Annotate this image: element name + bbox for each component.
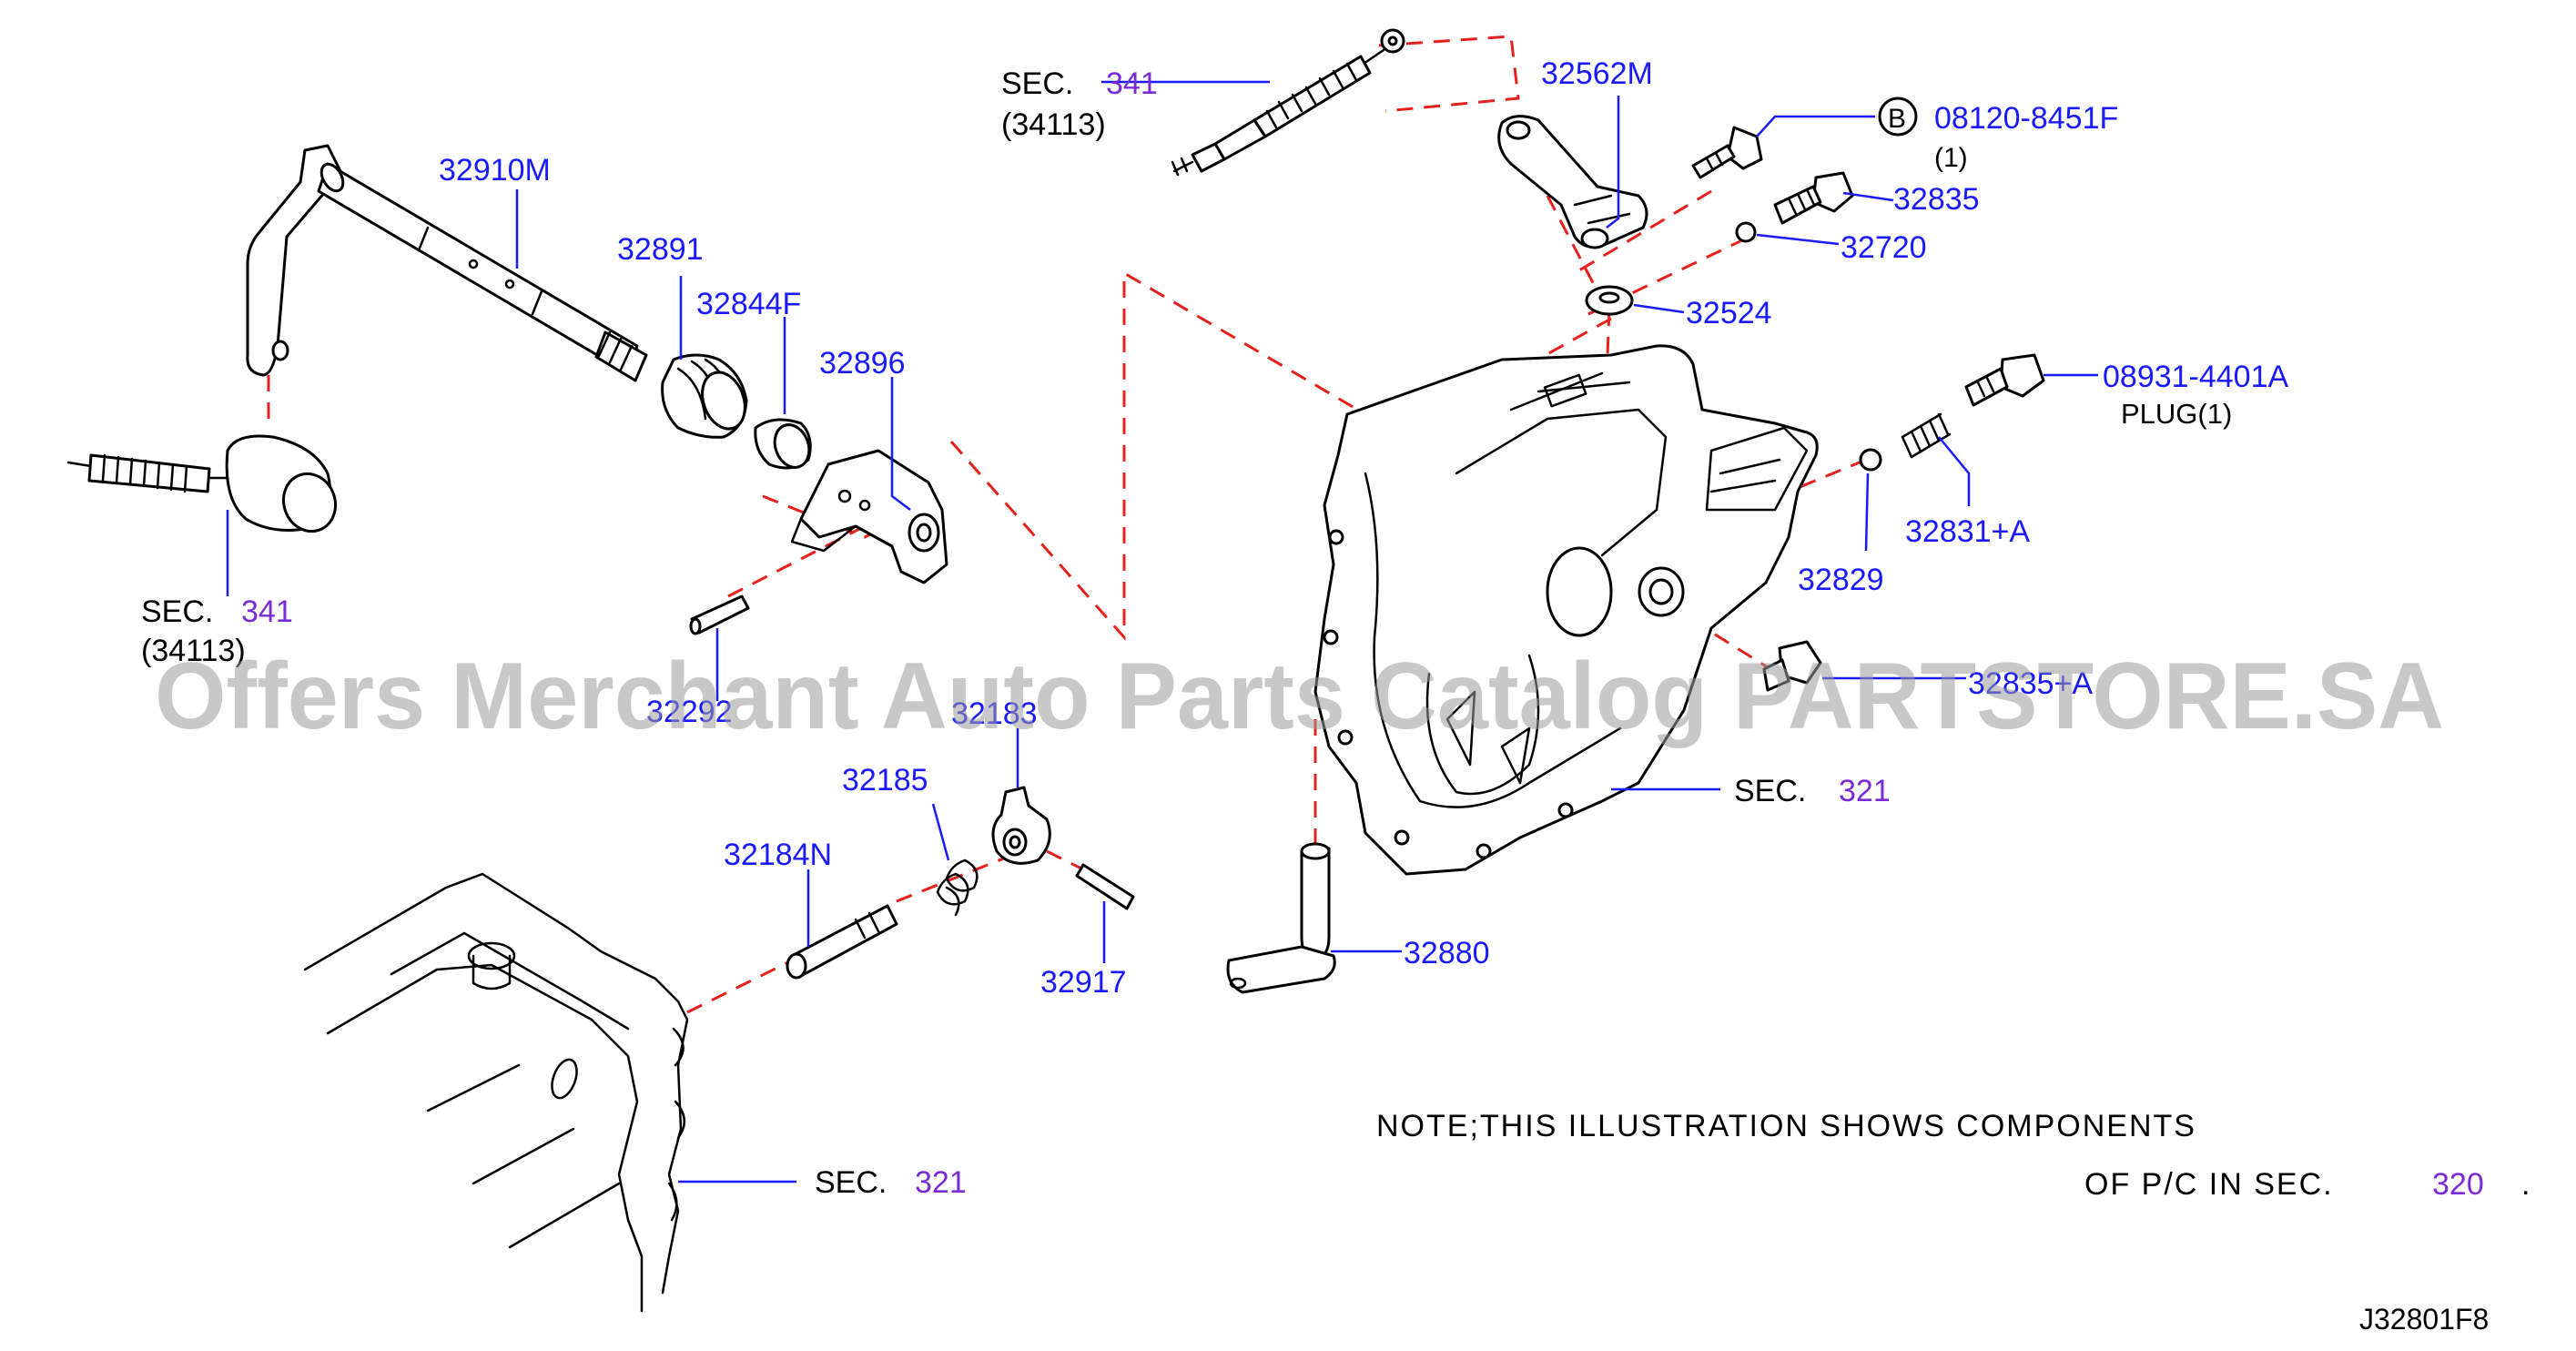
shift-lever-32562M (1497, 115, 1648, 249)
note-line-1: NOTE;THIS ILLUSTRATION SHOWS COMPONENTS (1376, 1109, 2196, 1143)
callout-sec-321-bottom[interactable]: SEC. 321 (815, 1165, 967, 1200)
part-32831A-label[interactable]: 32831+A (1905, 514, 2030, 549)
part-32880-label[interactable]: 32880 (1404, 936, 1490, 970)
ball-32720 (1735, 221, 1757, 243)
part-32896-label[interactable]: 32896 (819, 346, 906, 381)
sec-number[interactable]: 341 (1106, 66, 1158, 101)
part-32917-label[interactable]: 32917 (1040, 965, 1127, 1000)
plug-32835 (1773, 171, 1854, 225)
ball-32829 (1859, 448, 1882, 472)
part-32891-label[interactable]: 32891 (617, 232, 704, 267)
sec-label: SEC. (141, 594, 213, 629)
sec-label: SEC. (1001, 66, 1073, 101)
boot-32891 (661, 353, 748, 439)
pin-32917 (1075, 863, 1135, 910)
part-32720-label[interactable]: 32720 (1841, 230, 1927, 265)
part-32183-label[interactable]: 32183 (951, 696, 1038, 731)
sec-subref: (34113) (141, 634, 246, 668)
part-32910M-label[interactable]: 32910M (439, 153, 551, 188)
sec-label: SEC. (1734, 774, 1806, 808)
note-line-2: OF P/C IN SEC. (2084, 1167, 2334, 1202)
watermark-text: Offers Merchant Auto Parts Catalog PARTS… (155, 644, 2444, 749)
sec-number[interactable]: 321 (915, 1165, 967, 1200)
part-32185-label[interactable]: 32185 (842, 763, 928, 797)
leader-lines (226, 80, 2098, 1183)
circle-b-marker (1878, 96, 1918, 137)
part-32835-label[interactable]: 32835 (1893, 182, 1980, 217)
note-line-2-end: . (2521, 1167, 2531, 1202)
plug-08931-4401A (1964, 353, 2045, 407)
shift-cable-top (1171, 28, 1405, 177)
part-08120-qty: (1) (1934, 143, 1968, 173)
part-32844F-label[interactable]: 32844F (696, 287, 801, 321)
shift-lever-32880 (1226, 842, 1336, 994)
sec-number[interactable]: 321 (1839, 774, 1891, 808)
callout-sec-321-right[interactable]: SEC. 321 (1734, 774, 1891, 808)
plug-qty-label: PLUG(1) (2121, 398, 2232, 430)
striker-32896 (790, 449, 948, 584)
pin-32292 (689, 594, 750, 635)
sec-label: SEC. (815, 1165, 887, 1200)
callout-sec-341-left[interactable]: SEC. 341 (34113) (141, 594, 293, 668)
part-32292-label[interactable]: 32292 (646, 695, 733, 729)
shift-cable-left (66, 434, 337, 533)
spring-32831A (1901, 412, 1952, 459)
callout-sec-341-top[interactable]: SEC. 341 (34113) (1001, 66, 1158, 142)
transmission-case (1313, 344, 1819, 876)
sec-subref: (34113) (1001, 107, 1106, 142)
shift-rod-32910M (246, 144, 648, 382)
part-32835A-label[interactable]: 32835+A (1968, 666, 2093, 701)
part-32524-label[interactable]: 32524 (1686, 296, 1772, 330)
check-plate-32183 (991, 786, 1051, 865)
circle-b-letter: B (1888, 104, 1906, 134)
part-32562M-label[interactable]: 32562M (1541, 56, 1653, 91)
sec-number[interactable]: 341 (241, 594, 293, 629)
note-section-number[interactable]: 320 (2432, 1167, 2484, 1202)
part-08120-label[interactable]: 08120-8451F (1934, 101, 2118, 136)
illustration-note: NOTE;THIS ILLUSTRATION SHOWS COMPONENTS … (1376, 1109, 2531, 1202)
bolt-08120-8451F (1691, 126, 1763, 179)
diagram-code: J32801F8 (2359, 1303, 2489, 1336)
washer-32524 (1585, 285, 1634, 316)
plunger-32184N (786, 904, 898, 980)
spring-32185 (936, 858, 979, 917)
part-08931-label[interactable]: 08931-4401A (2103, 360, 2289, 394)
case-section-321 (303, 872, 689, 1313)
part-32184N-label[interactable]: 32184N (724, 838, 832, 872)
callout-bolt-08120[interactable]: B 08120-8451F (1) (1878, 96, 2118, 173)
plug-32835A (1762, 640, 1822, 692)
bushing-32844F (754, 418, 812, 470)
part-32829-label[interactable]: 32829 (1798, 563, 1884, 597)
